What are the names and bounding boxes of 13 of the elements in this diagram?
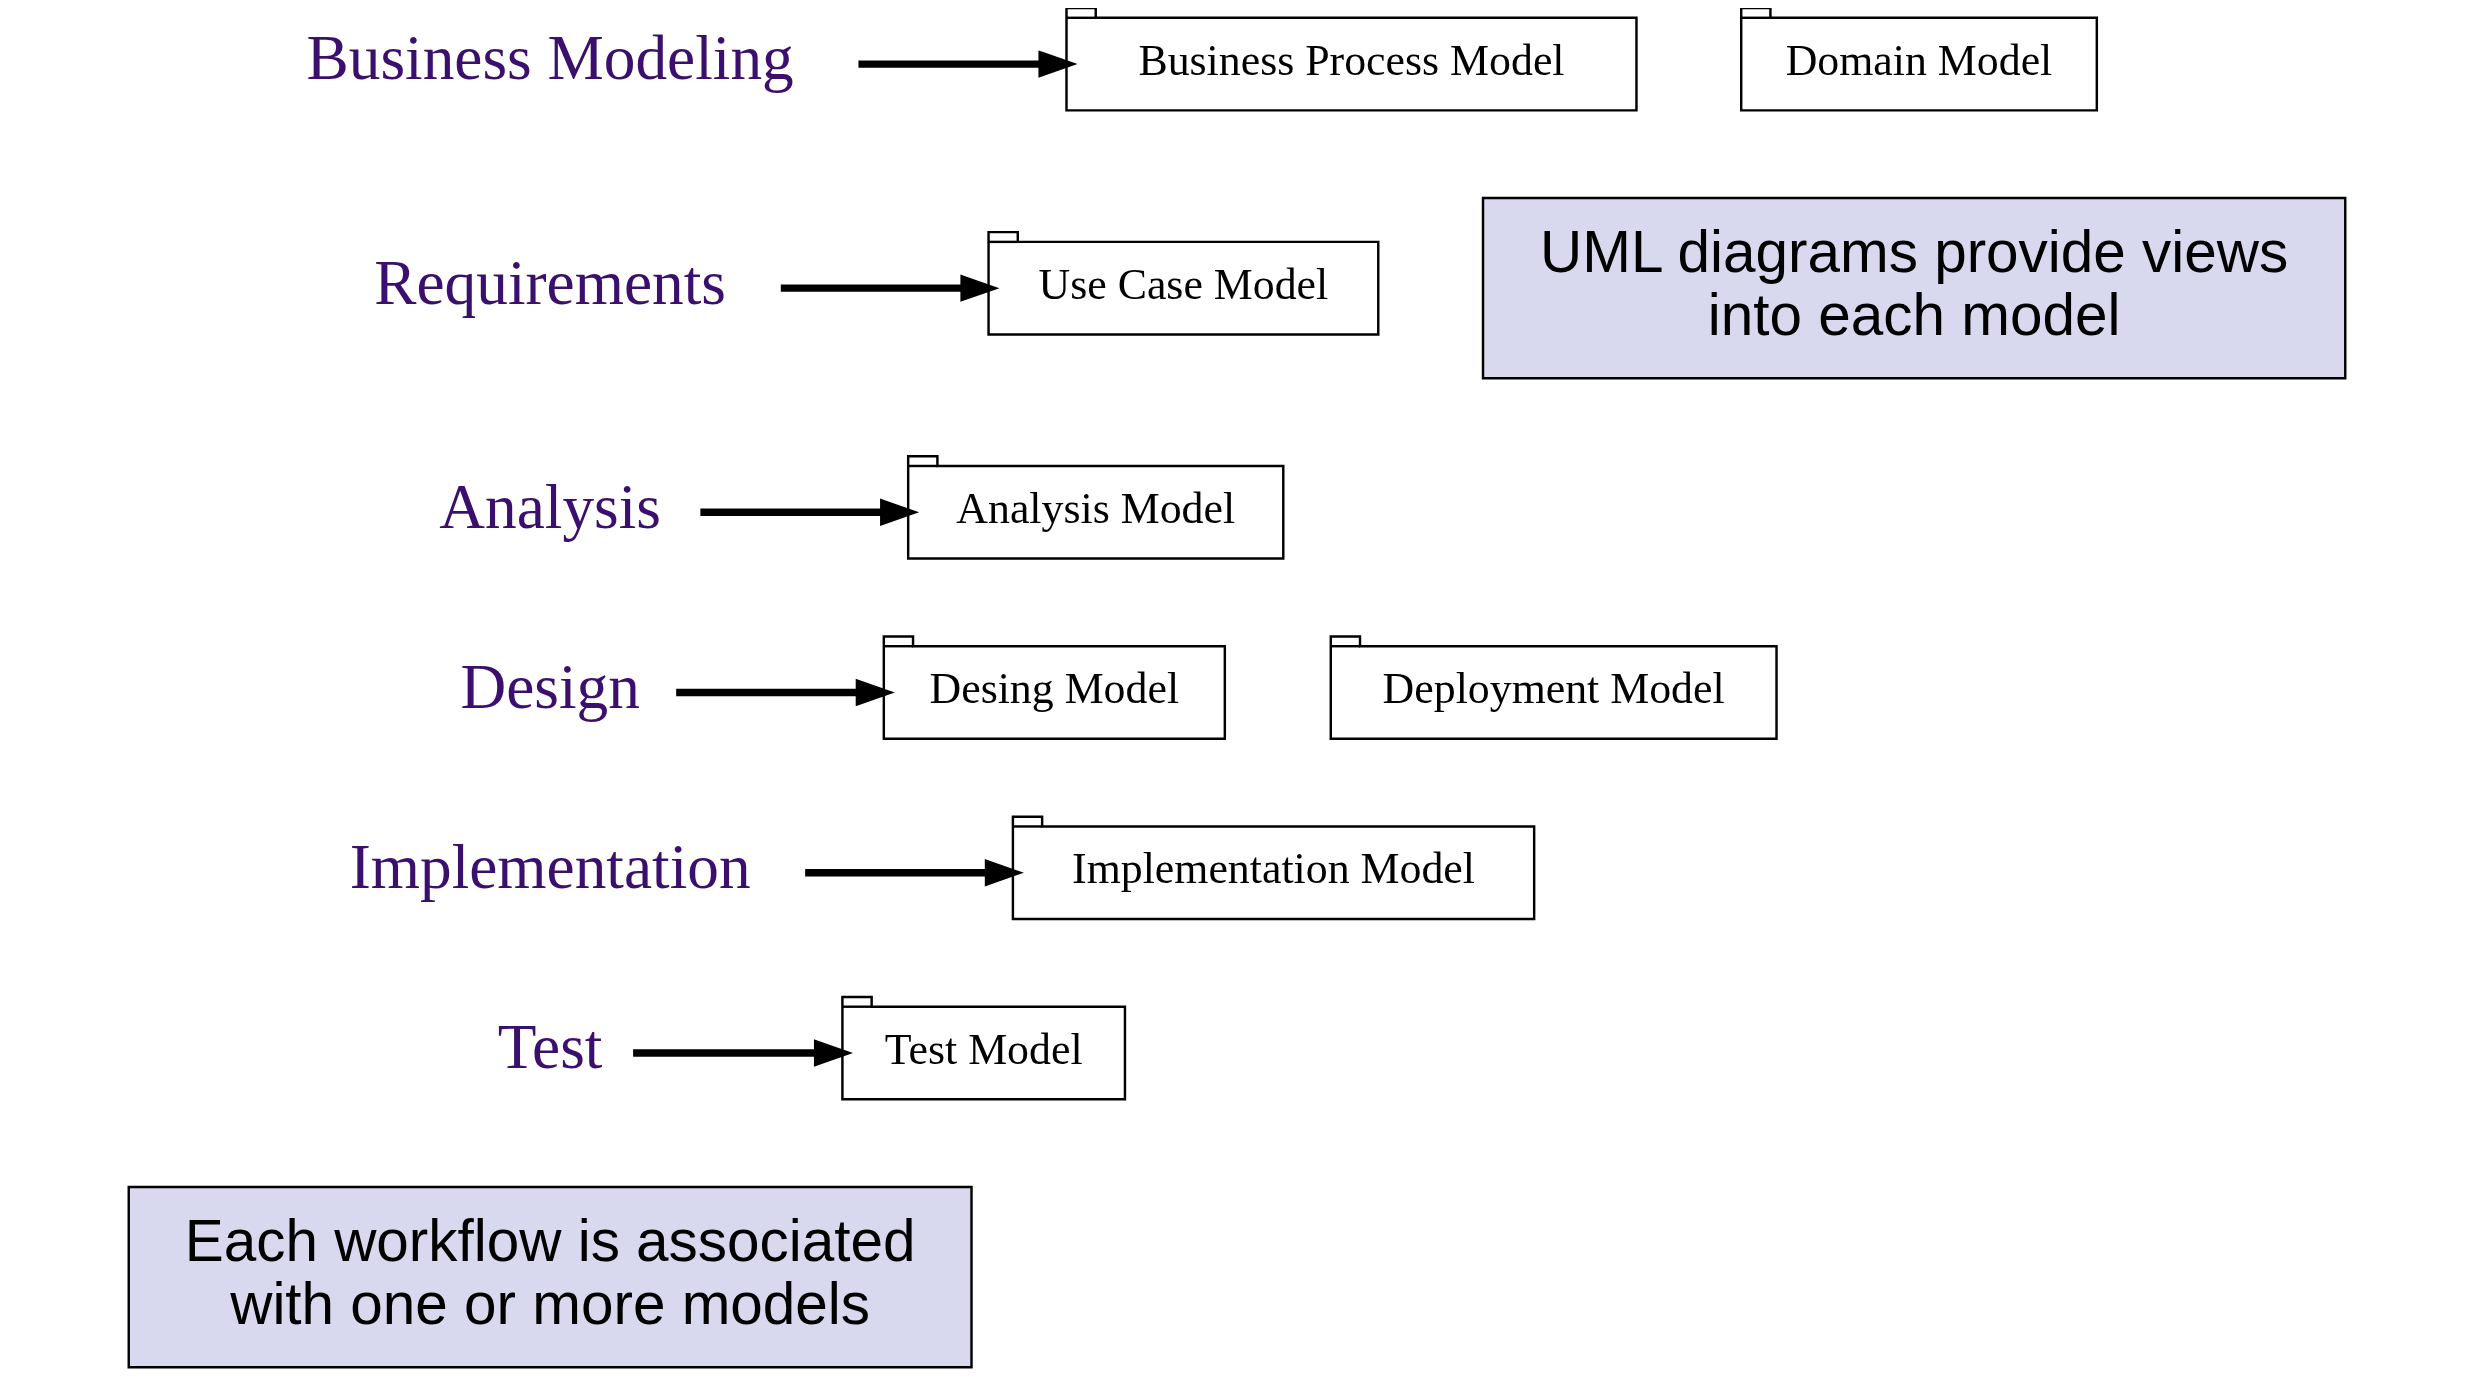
node-text: Implementation	[349, 832, 751, 903]
node-text: Test	[497, 1012, 602, 1083]
node-box: Each workflow is associated with one or more models	[127, 1185, 973, 1369]
node-text: Analysis	[438, 471, 661, 542]
arrow	[675, 678, 895, 707]
arrow	[857, 50, 1077, 78]
node-text: Business Modeling	[306, 23, 794, 94]
arrow	[804, 859, 1024, 887]
arrow	[699, 498, 919, 526]
node-text: Requirements	[373, 247, 726, 318]
node-text: Design	[459, 651, 640, 722]
node-box: UML diagrams provide views into each model	[1481, 196, 2346, 380]
arrow	[632, 1039, 853, 1067]
